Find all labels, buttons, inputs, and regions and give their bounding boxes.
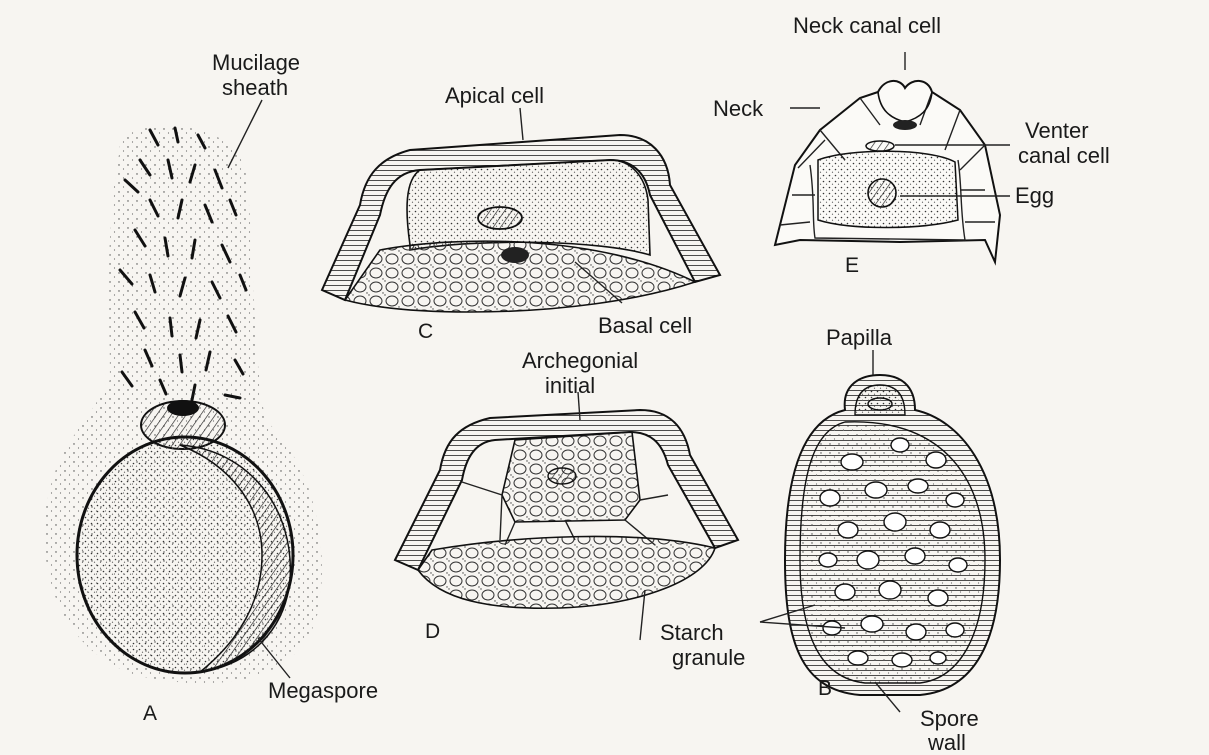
venter-label-line1: Venter bbox=[1025, 118, 1089, 143]
megaspore-label: Megaspore bbox=[268, 678, 378, 703]
apical-cell-nucleus bbox=[478, 207, 522, 229]
apical-cell-region bbox=[407, 160, 650, 255]
basal-cell-label: Basal cell bbox=[598, 313, 692, 338]
venter-canal-cell bbox=[866, 141, 894, 151]
figure-e-letter: E bbox=[845, 254, 859, 277]
figure-d bbox=[395, 392, 738, 640]
starch-cells-region bbox=[418, 536, 715, 608]
papilla-label: Papilla bbox=[826, 325, 893, 350]
archegonial-label-line1: Archegonial bbox=[522, 348, 638, 373]
figure-e bbox=[775, 52, 1010, 262]
figure-d-letter: D bbox=[425, 620, 440, 643]
figure-a bbox=[45, 100, 322, 683]
figure-b bbox=[760, 350, 1000, 712]
neck-canal-cell-label: Neck canal cell bbox=[793, 13, 941, 38]
starch-label-line2: granule bbox=[672, 645, 745, 670]
archegonial-label-line2: initial bbox=[545, 373, 595, 398]
spore-label-line2: wall bbox=[927, 730, 966, 755]
venter-label-line2: canal cell bbox=[1018, 143, 1110, 168]
figure-a-letter: A bbox=[143, 702, 157, 725]
egg-label: Egg bbox=[1015, 183, 1054, 208]
spore-label-line1: Spore bbox=[920, 706, 979, 731]
mucilage-label-line2: sheath bbox=[222, 75, 288, 100]
neck-label: Neck bbox=[713, 96, 764, 121]
mucilage-label-line1: Mucilage bbox=[212, 50, 300, 75]
figure-c bbox=[322, 108, 720, 312]
figure-c-letter: C bbox=[418, 320, 433, 343]
starch-label-line1: Starch bbox=[660, 620, 724, 645]
egg-nucleus bbox=[868, 179, 896, 207]
figure-b-letter: B bbox=[818, 677, 832, 700]
apical-cell-label: Apical cell bbox=[445, 83, 544, 108]
